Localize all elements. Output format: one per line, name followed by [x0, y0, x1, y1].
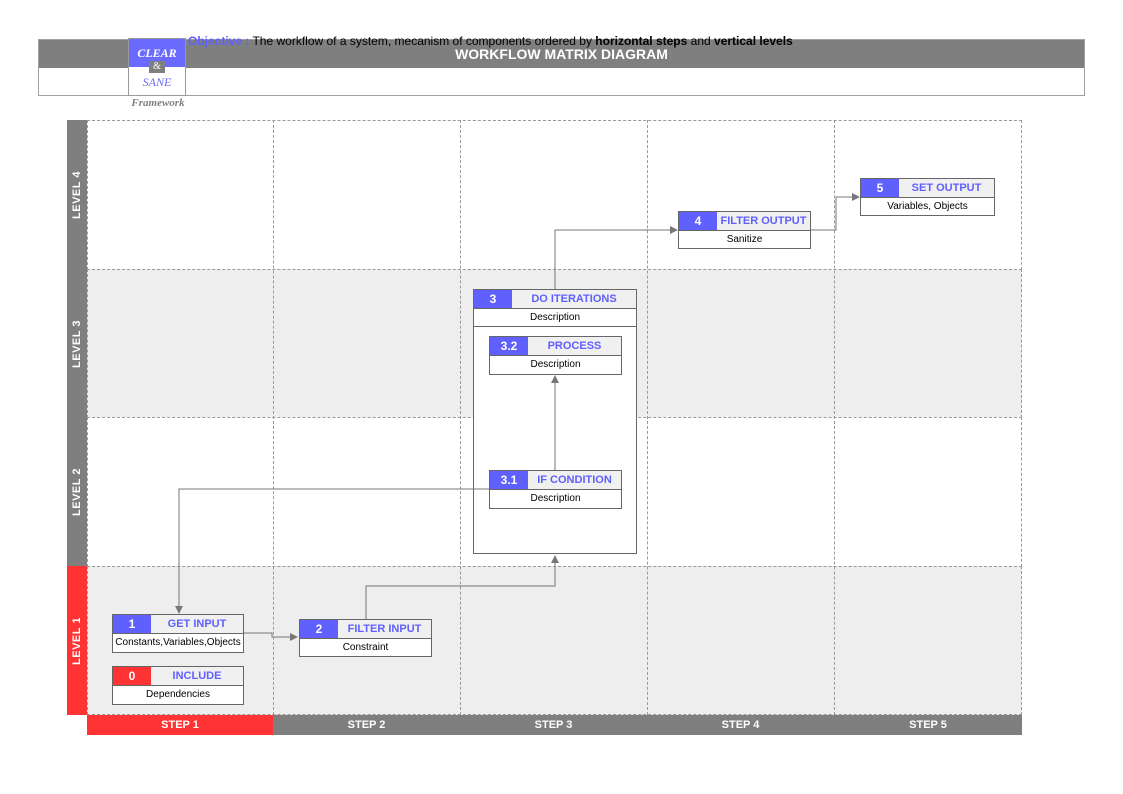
node-number: 3.2 — [490, 337, 528, 355]
grid-divider — [460, 120, 461, 715]
step-4-label: STEP 4 — [647, 715, 834, 735]
header: WORKFLOW MATRIX DIAGRAM — [38, 39, 1085, 96]
connector-3-1-to-1 — [175, 488, 490, 614]
objective: Objective : The workflow of a system, me… — [188, 34, 793, 48]
node-description: Sanitize — [726, 234, 763, 245]
node-do-iterations[interactable]: 3 DO ITERATIONS Description — [473, 289, 637, 327]
logo-amp: & — [149, 61, 165, 73]
level-3-label: LEVEL 3 — [67, 269, 87, 418]
node-title: INCLUDE — [172, 670, 222, 682]
node-number: 4 — [679, 212, 717, 230]
node-number: 1 — [113, 615, 151, 633]
node-number: 3 — [474, 290, 512, 308]
logo-sane: SANE — [142, 75, 172, 89]
node-title: GET INPUT — [167, 618, 227, 630]
node-description: Description — [529, 312, 581, 323]
step-1-label: STEP 1 — [87, 715, 273, 735]
node-header — [474, 290, 636, 309]
step-2-label: STEP 2 — [273, 715, 460, 735]
node-description: Variables, Objects — [887, 201, 968, 212]
level-2-label: LEVEL 2 — [67, 417, 87, 567]
node-description: Constants,Variables,Objects — [115, 637, 241, 648]
logo: CLEAR & SANE — [128, 38, 186, 96]
node-title: FILTER INPUT — [347, 623, 422, 635]
node-number: 0 — [113, 667, 151, 685]
grid-divider — [647, 120, 648, 715]
node-title: PROCESS — [547, 340, 602, 352]
node-get-input[interactable]: 1 GET INPUT Constants,Variables,Objects — [112, 614, 244, 653]
level-1-label: LEVEL 1 — [67, 566, 87, 715]
objective-bold-1: horizontal steps — [595, 34, 688, 48]
node-title: FILTER OUTPUT — [720, 215, 807, 227]
objective-bold-2: vertical levels — [714, 34, 793, 48]
node-filter-input[interactable]: 2 FILTER INPUT Constraint — [299, 619, 432, 657]
connector-2-to-3 — [365, 555, 559, 619]
connector-4-to-5 — [811, 193, 860, 231]
node-process[interactable]: 3.2 PROCESS Description — [489, 336, 622, 375]
logo-caption: Framework — [131, 97, 185, 109]
objective-text-1: The workflow of a system, mecanism of co… — [249, 34, 596, 48]
node-set-output[interactable]: 5 SET OUTPUT Variables, Objects — [860, 178, 995, 216]
node-if-condition[interactable]: 3.1 IF CONDITION Description — [489, 470, 622, 509]
objective-text-2: and — [687, 34, 715, 48]
step-5-label: STEP 5 — [834, 715, 1022, 735]
page-title: WORKFLOW MATRIX DIAGRAM — [455, 46, 668, 62]
node-number: 3.1 — [490, 471, 528, 489]
node-title: DO ITERATIONS — [531, 293, 617, 305]
title-bar: WORKFLOW MATRIX DIAGRAM — [39, 40, 1084, 68]
node-title: IF CONDITION — [537, 474, 612, 486]
node-description: Description — [530, 359, 581, 370]
node-filter-output[interactable]: 4 FILTER OUTPUT Sanitize — [678, 211, 811, 249]
node-number: 2 — [300, 620, 338, 638]
node-number: 5 — [861, 179, 899, 197]
connector-1-to-2 — [244, 632, 298, 641]
node-description: Description — [530, 493, 581, 504]
grid-divider — [834, 120, 835, 715]
grid-divider — [273, 120, 274, 715]
node-description: Dependencies — [146, 689, 210, 700]
objective-label: Objective : — [188, 34, 250, 48]
level-4-label: LEVEL 4 — [67, 120, 87, 270]
step-3-label: STEP 3 — [460, 715, 647, 735]
node-include[interactable]: 0 INCLUDE Dependencies — [112, 666, 244, 705]
node-description: Constraint — [342, 642, 389, 653]
node-title: SET OUTPUT — [911, 182, 982, 194]
connector-3-to-4 — [554, 226, 678, 289]
